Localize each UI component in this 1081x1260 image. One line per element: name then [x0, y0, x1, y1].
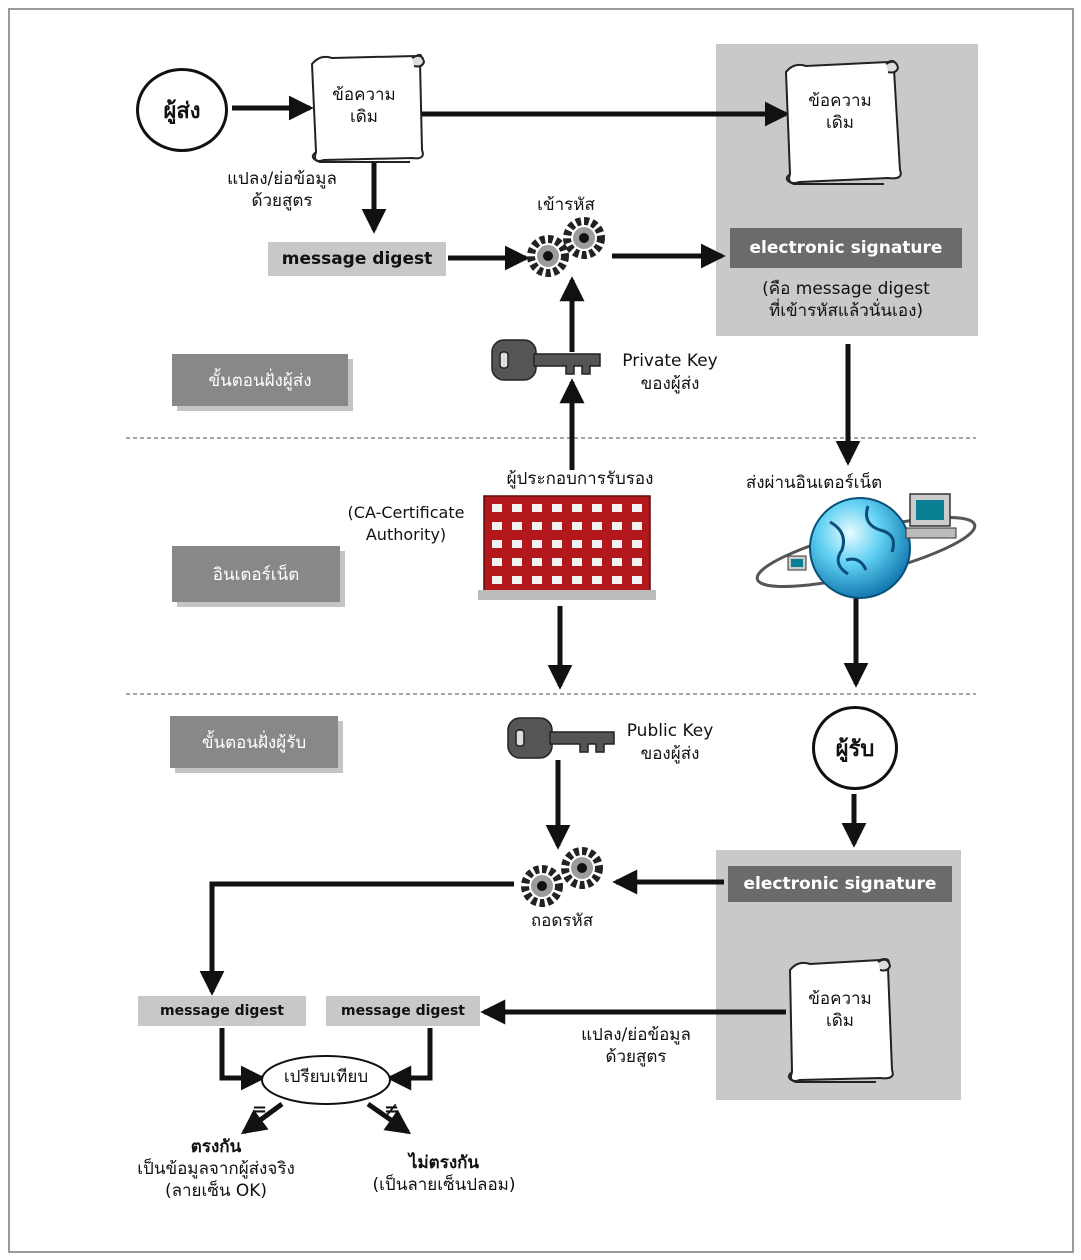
original-message-label: ข้อความเดิม [808, 91, 872, 134]
equal-sign: = [252, 1099, 268, 1120]
gear-icon [527, 217, 605, 277]
not-equal-sign: ≠ [384, 1099, 400, 1120]
globe-icon [755, 497, 977, 599]
transform-label: แปลง/ย่อข้อมูลด้วยสูตร [227, 169, 337, 212]
mismatch-result: ไม่ตรงกัน (เป็นลายเซ็นปลอม) [372, 1153, 516, 1196]
key-icon [491, 339, 601, 381]
original-message-label: ข้อความเดิม [332, 85, 396, 128]
message-digest-label: message digest [268, 242, 446, 276]
scroll-icon [310, 53, 426, 163]
computer-icon [905, 493, 957, 539]
section-label-internet: อินเตอร์เน็ต [172, 546, 340, 602]
ca-title: ผู้ประกอบการรับรอง [506, 469, 654, 489]
key-icon [507, 717, 615, 759]
compare-label: เปรียบเทียบ [283, 1067, 369, 1087]
electronic-signature-label: electronic signature [730, 228, 962, 268]
gear-icon [521, 847, 603, 907]
message-digest-label: message digest [138, 996, 306, 1026]
section-label-receiver: ขั้นตอนฝั่งผู้รับ [170, 716, 338, 768]
send-internet-label: ส่งผ่านอินเตอร์เน็ต [745, 473, 883, 493]
section-label-sender: ขั้นตอนฝั่งผู้ส่ง [172, 354, 348, 406]
receiver-node: ผู้รับ [812, 706, 898, 790]
transform-label: แปลง/ย่อข้อมูลด้วยสูตร [581, 1025, 691, 1068]
encrypt-label: เข้ารหัส [537, 195, 595, 215]
sender-node: ผู้ส่ง [136, 68, 228, 152]
scroll-icon [787, 958, 894, 1083]
message-digest-label: message digest [326, 996, 480, 1026]
computer-icon [787, 555, 807, 571]
decrypt-label: ถอดรหัส [530, 911, 594, 931]
original-message-label: ข้อความเดิม [808, 989, 872, 1032]
scroll-icon [784, 60, 902, 185]
building-icon [478, 495, 656, 600]
match-result: ตรงกัน เป็นข้อมูลจากผู้ส่งจริง (ลายเซ็น … [137, 1137, 295, 1202]
electronic-signature-label: electronic signature [728, 866, 952, 902]
compare-node [261, 1055, 391, 1105]
flow-arrows [199, 95, 869, 1135]
